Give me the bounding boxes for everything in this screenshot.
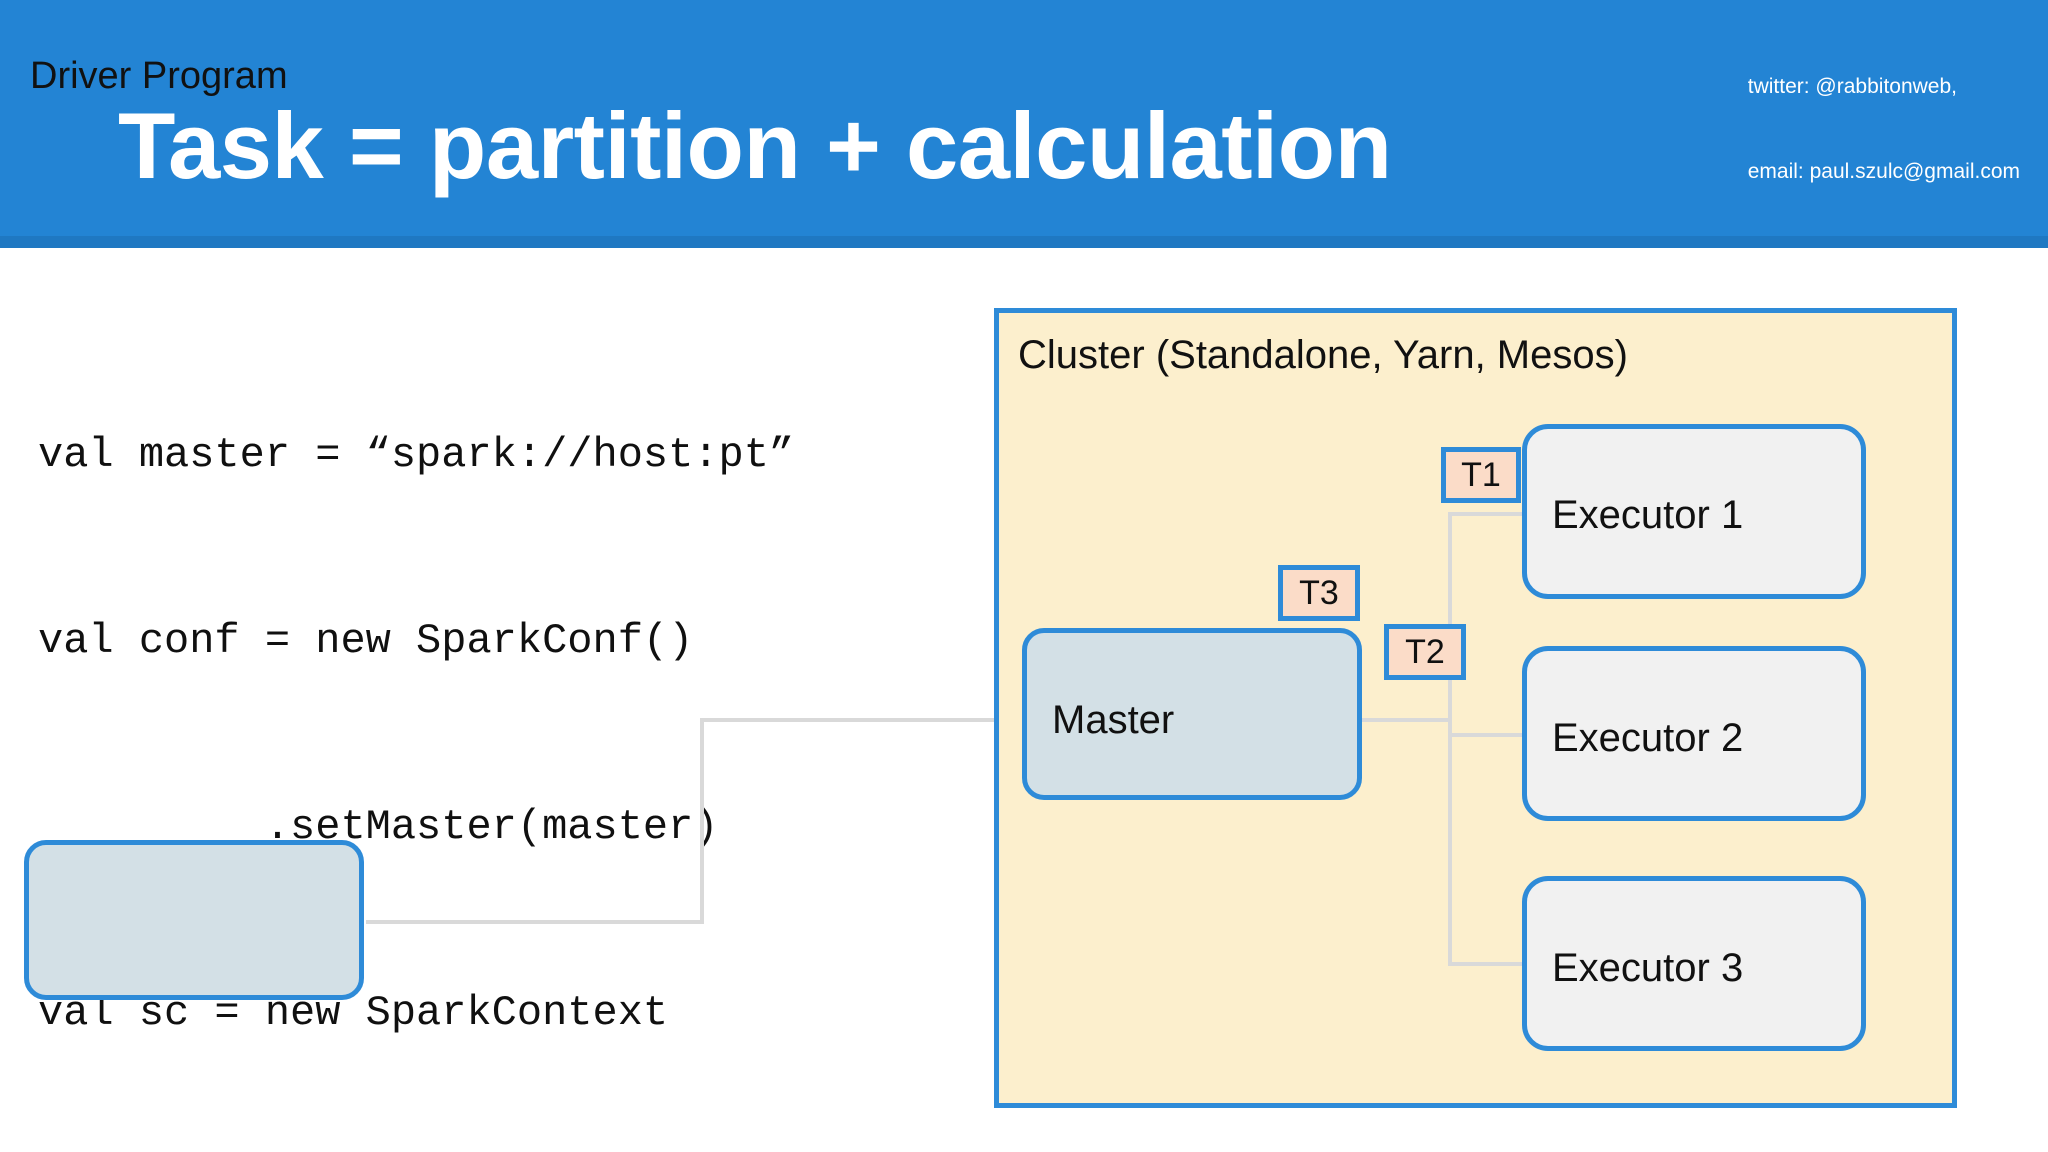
connector-driver-to-master-vertical bbox=[700, 718, 704, 924]
connector-driver-to-master-top bbox=[700, 718, 1024, 722]
task-label-t3: T3 bbox=[1299, 573, 1339, 612]
code-line: val conf = new SparkConf() bbox=[38, 617, 694, 665]
connector-bus-to-executor-3 bbox=[1448, 962, 1526, 966]
driver-program-node[interactable] bbox=[24, 840, 364, 1000]
master-node[interactable] bbox=[1022, 628, 1362, 800]
task-label-t2: T2 bbox=[1405, 632, 1445, 671]
task-node-t3[interactable]: T3 bbox=[1278, 565, 1360, 621]
task-node-t1[interactable]: T1 bbox=[1441, 447, 1521, 503]
code-block: val master = “spark://host:pt” val conf … bbox=[38, 300, 795, 1152]
header-underline bbox=[0, 236, 2048, 248]
connector-driver-to-master-bottom bbox=[366, 920, 704, 924]
driver-program-label: Driver Program bbox=[30, 55, 288, 97]
connector-executor-bus-vertical bbox=[1448, 512, 1452, 962]
executor-label-1: Executor 1 bbox=[1552, 493, 1744, 537]
executor-node-3[interactable] bbox=[1522, 876, 1866, 1051]
connector-master-to-executors-trunk bbox=[1362, 718, 1452, 722]
task-label-t1: T1 bbox=[1461, 455, 1501, 494]
executor-node-2[interactable] bbox=[1522, 646, 1866, 821]
contact-email: email: paul.szulc@gmail.com bbox=[1747, 159, 2020, 183]
contact-twitter: twitter: @rabbitonweb, bbox=[1747, 74, 1957, 98]
executor-node-1[interactable] bbox=[1522, 424, 1866, 599]
executor-label-2: Executor 2 bbox=[1552, 716, 1744, 760]
slide-header-band bbox=[0, 0, 2048, 236]
cluster-label: Cluster (Standalone, Yarn, Mesos) bbox=[1018, 333, 1628, 377]
task-node-t2[interactable]: T2 bbox=[1384, 624, 1466, 680]
connector-bus-to-executor-2 bbox=[1448, 733, 1526, 737]
connector-bus-to-executor-1 bbox=[1448, 512, 1526, 516]
code-line: val master = “spark://host:pt” bbox=[38, 431, 795, 479]
page-title: Task = partition + calculation bbox=[118, 93, 1392, 198]
executor-label-3: Executor 3 bbox=[1552, 946, 1744, 990]
contact-info: twitter: @rabbitonweb, email: paul.szulc… bbox=[1748, 16, 2020, 243]
master-label: Master bbox=[1052, 698, 1175, 742]
